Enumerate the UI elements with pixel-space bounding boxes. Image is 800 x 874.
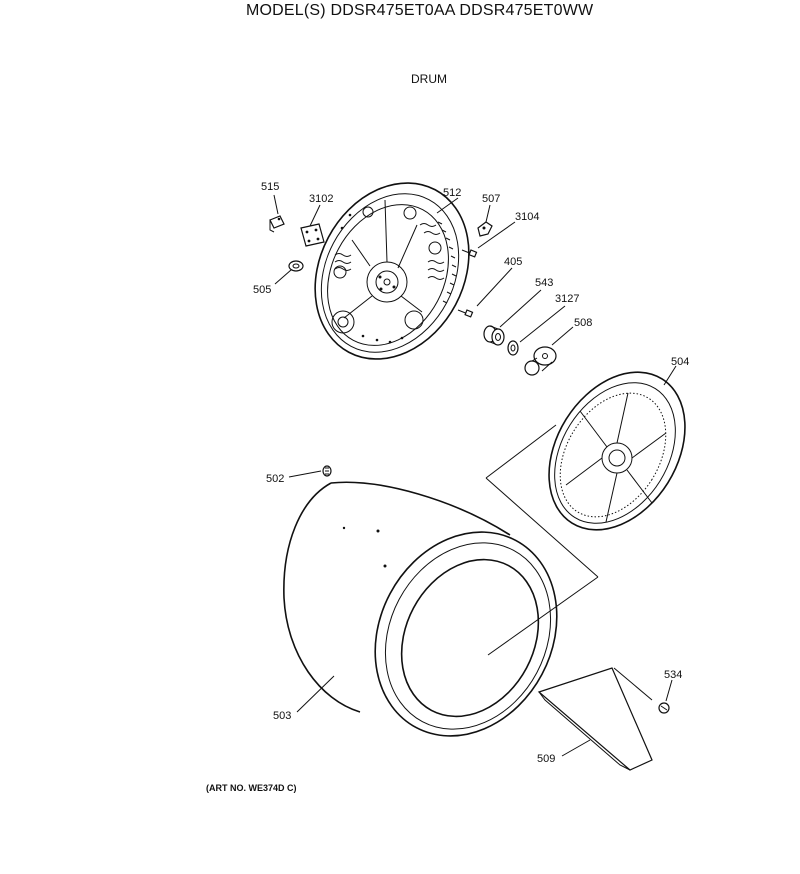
model-header: MODEL(S) DDSR475ET0AA DDSR475ET0WW [246,2,594,19]
part-label-504: 504 [671,356,689,368]
screw-534 [613,667,670,714]
baffle-509 [537,667,653,771]
rear-bulkhead-512 [314,182,470,360]
part-label-512: 512 [443,187,461,199]
roller-505 [288,260,304,272]
ring-3127 [507,340,519,356]
part-label-505: 505 [253,284,271,296]
part-label-509: 509 [537,753,555,765]
part-label-3102: 3102 [309,193,333,205]
part-label-502: 502 [266,473,284,485]
screw-405 [457,309,474,318]
screw-3104 [461,249,478,258]
plate-3102 [300,223,325,247]
part-label-507: 507 [482,193,500,205]
section-title: DRUM [411,72,447,86]
part-label-405: 405 [504,256,522,268]
part-label-508: 508 [574,317,592,329]
leader-lines [273,194,677,757]
drum-back-504 [548,371,686,531]
shaft-508 [524,346,557,376]
screw-502 [322,465,332,477]
bearing-543 [483,325,505,346]
bracket-515 [269,215,285,233]
art-number: (ART NO. WE374D C) [206,783,297,793]
part-label-515: 515 [261,181,279,193]
part-label-3127: 3127 [555,293,579,305]
part-label-534: 534 [664,669,682,681]
part-label-503: 503 [273,710,291,722]
clip-507 [477,221,493,237]
part-label-3104: 3104 [515,211,539,223]
part-labels: 515 3102 512 507 3104 505 405 543 3127 5… [253,181,689,765]
part-label-543: 543 [535,277,553,289]
drum-503 [283,481,558,737]
